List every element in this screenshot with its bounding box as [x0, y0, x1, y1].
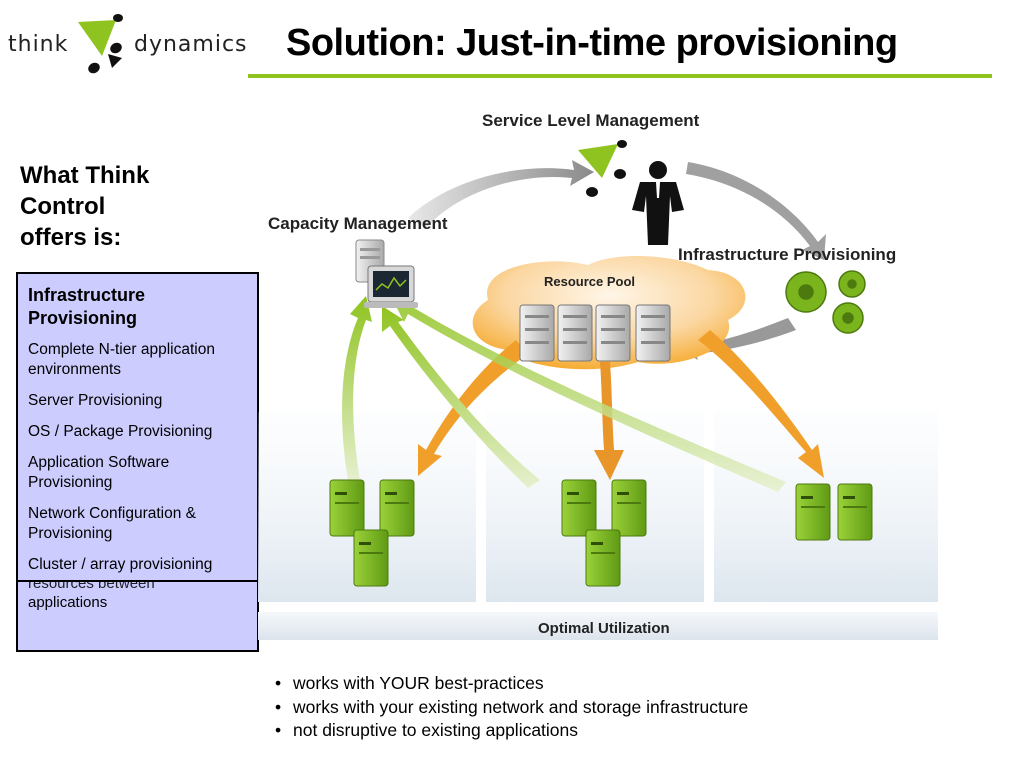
- feature-item-line: Network Configuration &: [28, 505, 196, 522]
- arrow-middle-to-capacity: [382, 306, 540, 488]
- green-server-icon: [329, 479, 365, 537]
- bullet-item: •not disruptive to existing applications: [275, 720, 579, 740]
- optimal-utilization-bar: [258, 612, 938, 640]
- feature-title-line: Provisioning: [28, 308, 138, 328]
- label-capacity-management: Capacity Management: [268, 214, 448, 233]
- bullet-item: •works with YOUR best-practices: [275, 673, 544, 693]
- left-server-group: [329, 479, 415, 587]
- benefit-bullets: •works with YOUR best-practices •works w…: [275, 672, 748, 743]
- logo-mark-icon: [78, 14, 123, 74]
- feature-item: Network Configuration & Provisioning: [28, 504, 250, 544]
- right-server-group: [795, 483, 873, 541]
- bullet-text: works with YOUR best-practices: [293, 673, 544, 693]
- feature-item-line: environments: [28, 361, 122, 378]
- green-server-icon: [379, 479, 415, 537]
- label-resource-pool: Resource Pool: [544, 274, 636, 289]
- feature-item-line: OS / Package Provisioning: [28, 423, 213, 440]
- feature-item: Cluster / array provisioning: [28, 555, 250, 575]
- bullet-item: •works with your existing network and st…: [275, 696, 749, 717]
- title-underline: [248, 74, 992, 78]
- green-server-icon: [585, 529, 621, 587]
- green-server-icon: [353, 529, 389, 587]
- green-server-icon: [611, 479, 647, 537]
- green-server-icon: [561, 479, 597, 537]
- label-optimal-utilization: Optimal Utilization: [538, 620, 670, 637]
- feature-item-line: Provisioning: [28, 525, 113, 542]
- arrow-service-to-infrastructure: [686, 162, 826, 260]
- green-server-icon: [837, 483, 873, 541]
- feature-item: Server Provisioning: [28, 391, 250, 411]
- feature-box-title: Infrastructure Provisioning: [28, 284, 248, 330]
- bullet-text: not disruptive to existing applications: [293, 720, 579, 740]
- feature-item-line: Complete N-tier application: [28, 341, 215, 358]
- gears-icon: [785, 270, 866, 334]
- feature-title-line: Infrastructure: [28, 285, 146, 305]
- intro-line: What Think: [20, 162, 150, 189]
- feature-item-line: Cluster / array provisioning: [28, 556, 213, 573]
- bullet-text: works with your existing network and sto…: [293, 696, 749, 717]
- feature-box: Infrastructure Provisioning Complete N-t…: [16, 272, 259, 582]
- arrow-right-to-capacity: [394, 302, 786, 492]
- logo-word-dynamics: dynamics: [134, 32, 248, 57]
- middle-server-group: [561, 479, 647, 587]
- intro-line: Control: [20, 193, 106, 220]
- label-service-level-management: Service Level Management: [482, 111, 700, 130]
- arrow-left-to-capacity: [342, 296, 372, 480]
- pool-server-icon: [557, 304, 593, 362]
- feature-item: Application Software Provisioning: [28, 453, 250, 493]
- arrow-pool-to-left: [418, 340, 528, 476]
- think-dynamics-logo: think dynamics: [8, 12, 252, 80]
- manager-person-icon: [632, 161, 684, 245]
- intro-line: offers is:: [20, 224, 122, 251]
- feature-item: Complete N-tier application environments: [28, 340, 250, 380]
- label-infrastructure-provisioning: Infrastructure Provisioning: [678, 245, 897, 264]
- feature-item-line: Application Software: [28, 454, 170, 471]
- pool-server-icon: [635, 304, 671, 362]
- feature-item-line: Server Provisioning: [28, 392, 163, 409]
- pool-server-icon: [519, 304, 555, 362]
- arrow-pool-to-right: [698, 330, 824, 478]
- slide-title: Solution: Just-in-time provisioning: [286, 22, 898, 64]
- green-server-icon: [795, 483, 831, 541]
- arrow-pool-to-middle: [594, 362, 624, 480]
- provisioning-diagram: [258, 140, 938, 640]
- service-level-icon: [578, 140, 627, 197]
- feature-item: OS / Package Provisioning: [28, 422, 250, 442]
- pool-server-icon: [595, 304, 631, 362]
- arrow-capacity-to-service: [408, 160, 594, 228]
- intro-text: What Think Control offers is:: [20, 160, 180, 253]
- resource-pool-servers: [519, 304, 671, 362]
- logo-word-think: think: [8, 32, 69, 57]
- behind-line: applications: [28, 594, 108, 611]
- capacity-computer-icon: [355, 239, 418, 308]
- feature-item-line: Provisioning: [28, 474, 113, 491]
